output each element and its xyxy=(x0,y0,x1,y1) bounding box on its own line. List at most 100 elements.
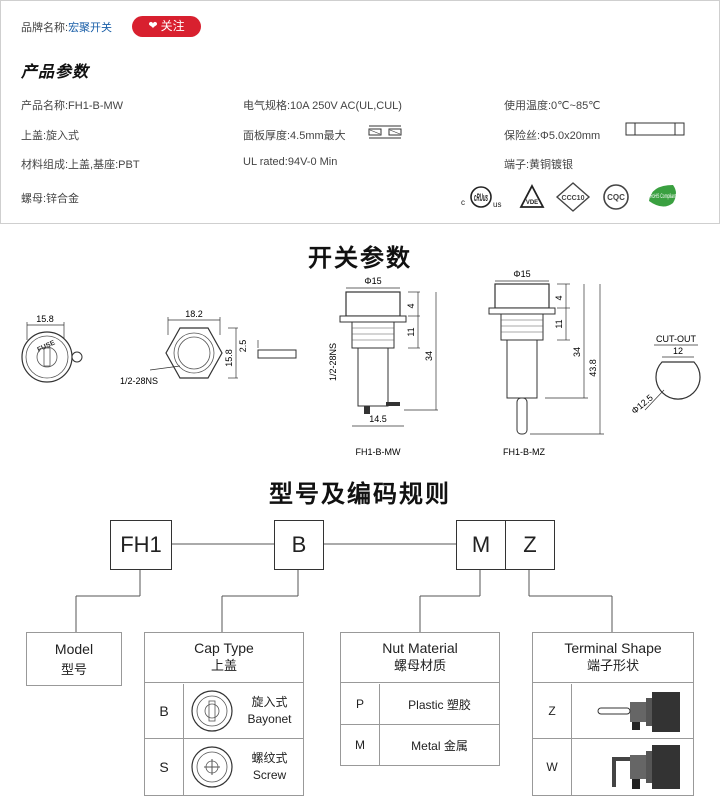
terminal-shape-cn: 端子形状 xyxy=(586,658,639,673)
ul-cert-icon: c cRUus us xyxy=(461,186,501,209)
heart-icon: ❤ xyxy=(148,20,158,32)
cap-option-s-en: Screw xyxy=(252,768,287,782)
coding-rules-title: 型号及编码规则 xyxy=(269,481,451,508)
cap-type-cn: 上盖 xyxy=(210,658,237,673)
mw-model-label: FH1-B-MW xyxy=(356,447,401,457)
rohs-cert-text: RoHS Compliant xyxy=(650,194,676,200)
code-box-m: M xyxy=(456,520,506,570)
spec-fuse: 保险丝:Φ5.0x20mm xyxy=(504,130,601,142)
spec-terminal: 端子:黄铜镀银 xyxy=(504,159,574,171)
cap-option-s-code: S xyxy=(145,739,184,795)
mw-dim-11: 11 xyxy=(406,327,416,336)
nut-option-p-code: P xyxy=(341,684,380,724)
mz-dim-11: 11 xyxy=(554,319,564,328)
cutout-dim-dia: Φ12.5 xyxy=(629,392,654,416)
cap-option-b: B 旋入式 Bayonet xyxy=(145,684,303,738)
cap-option-b-code: B xyxy=(145,684,184,738)
spec-cap: 上盖:旋入式 xyxy=(21,130,80,142)
nut-material-en: Nut Material xyxy=(382,640,458,656)
mz-dim-4: 4 xyxy=(554,295,564,300)
brand-link[interactable]: 宏聚开关 xyxy=(68,22,113,34)
spec-material: 材料组成:上盖,基座:PBT xyxy=(21,159,140,171)
ul-cert-text: cRUus xyxy=(474,192,488,204)
model-box: Model 型号 xyxy=(26,632,122,686)
cut-out-drawing: CUT-OUT 12 Φ12.5 xyxy=(629,334,701,416)
code-box-z: Z xyxy=(505,520,555,570)
follow-label: 关注 xyxy=(160,19,185,33)
mz-dim-43-8: 43.8 xyxy=(588,359,598,377)
cqc-cert-text: CQC xyxy=(607,193,625,202)
dim-18-2: 18.2 xyxy=(185,309,203,319)
spec-panel-thickness: 面板厚度:4.5mm最大 xyxy=(243,130,346,142)
straight-terminal-icon xyxy=(597,692,680,732)
cqc-cert-icon: CQC xyxy=(603,184,629,210)
fh1-b-mw-drawing: Φ15 4 11 34 1/2-28NS 14.5 FH1-B-MW xyxy=(328,276,438,457)
spec-nut: 螺母:锌合金 xyxy=(21,193,80,205)
cap-type-en: Cap Type xyxy=(194,640,254,656)
terminal-shape-en: Terminal Shape xyxy=(564,640,662,656)
brand-row: 品牌名称:宏聚开关 xyxy=(21,19,112,35)
nut-option-m-code: M xyxy=(341,725,380,765)
rohs-cert-icon: RoHS Compliant xyxy=(649,185,676,207)
cutout-label: CUT-OUT xyxy=(656,334,696,344)
mw-dim-phi15: Φ15 xyxy=(364,276,381,286)
spec-temperature: 使用温度:0℃~85℃ xyxy=(504,100,601,112)
dim-15-8-b: 15.8 xyxy=(224,349,234,367)
nut-option-p-desc: Plastic 塑胶 xyxy=(408,697,471,712)
svg-text:c: c xyxy=(461,198,465,207)
nut-option-m: M Metal 金属 xyxy=(341,724,499,765)
thread-label: 1/2-28NS xyxy=(120,376,158,386)
cap-option-s: S 螺纹式 Screw xyxy=(145,738,303,795)
screw-cap-icon xyxy=(191,746,233,788)
dim-15-8: 15.8 xyxy=(36,314,54,324)
code-connector-lines xyxy=(75,543,613,632)
terminal-option-w: W xyxy=(533,738,693,795)
mz-dim-phi15: Φ15 xyxy=(513,270,530,279)
ccc-cert-icon: CCC10 xyxy=(555,182,591,212)
code-box-b: B xyxy=(274,520,324,570)
cap-front-view: 15.8 FUSE xyxy=(21,314,83,383)
spec-electrical: 电气规格:10A 250V AC(UL,CUL) xyxy=(243,100,402,112)
panel-thickness-icon xyxy=(368,125,402,139)
mw-dim-4: 4 xyxy=(406,303,416,308)
vde-cert-text: VDE xyxy=(526,200,538,206)
dim-2-5: 2.5 xyxy=(238,340,248,353)
nut-material-cn: 螺母材质 xyxy=(393,658,446,673)
spec-ul-rated: UL rated:94V-0 Min xyxy=(243,156,338,168)
terminal-option-w-code: W xyxy=(533,739,572,795)
follow-button[interactable]: ❤ 关注 xyxy=(132,16,201,37)
mz-model-label: FH1-B-MZ xyxy=(503,447,545,457)
svg-text:us: us xyxy=(493,200,501,209)
terminal-shape-box: Terminal Shape 端子形状 Z W xyxy=(532,632,694,796)
switch-params-title: 开关参数 xyxy=(308,245,412,272)
nut-option-m-desc: Metal 金属 xyxy=(411,738,468,753)
spec-product-name: 产品名称:FH1-B-MW xyxy=(21,100,124,112)
cap-type-box: Cap Type 上盖 B 旋入式 Bayonet S 螺纹式 Screw xyxy=(144,632,304,796)
model-cn: 型号 xyxy=(60,662,87,677)
cap-option-s-cn: 螺纹式 xyxy=(251,751,288,765)
nut-material-box: Nut Material 螺母材质 P Plastic 塑胶 M Metal 金… xyxy=(340,632,500,766)
cap-option-b-en: Bayonet xyxy=(247,712,292,726)
cutout-dim-12: 12 xyxy=(673,346,683,356)
technical-drawings: 15.8 FUSE 18.2 15.8 1/2-28NS 2.5 Φ15 xyxy=(21,270,701,457)
bayonet-cap-icon xyxy=(191,690,233,732)
hex-nut-view: 18.2 15.8 1/2-28NS 2.5 xyxy=(120,309,297,386)
terminal-option-z-code: Z xyxy=(533,684,572,738)
model-en: Model xyxy=(54,641,94,657)
product-info-card: 品牌名称:宏聚开关 ❤ 关注 产品参数 产品名称:FH1-B-MW 上盖:旋入式… xyxy=(0,0,720,224)
mw-dim-34: 34 xyxy=(424,351,434,361)
ccc-cert-text: CCC10 xyxy=(562,195,585,202)
cap-option-b-cn: 旋入式 xyxy=(251,695,288,709)
brand-label: 品牌名称: xyxy=(21,22,69,34)
nut-option-p: P Plastic 塑胶 xyxy=(341,684,499,724)
vde-cert-icon: VDE xyxy=(519,184,545,208)
bent-terminal-icon xyxy=(612,745,680,789)
code-box-fh1: FH1 xyxy=(110,520,172,570)
section-title-params: 产品参数 xyxy=(21,64,90,81)
fuse-icon xyxy=(625,122,685,136)
mw-dim-14-5: 14.5 xyxy=(369,414,387,424)
mz-dim-34: 34 xyxy=(572,347,582,357)
mw-thread-label: 1/2-28NS xyxy=(328,343,338,381)
terminal-option-z: Z xyxy=(533,684,693,738)
fh1-b-mz-drawing: Φ15 4 11 34 43.8 FH1-B-MZ xyxy=(488,270,604,457)
